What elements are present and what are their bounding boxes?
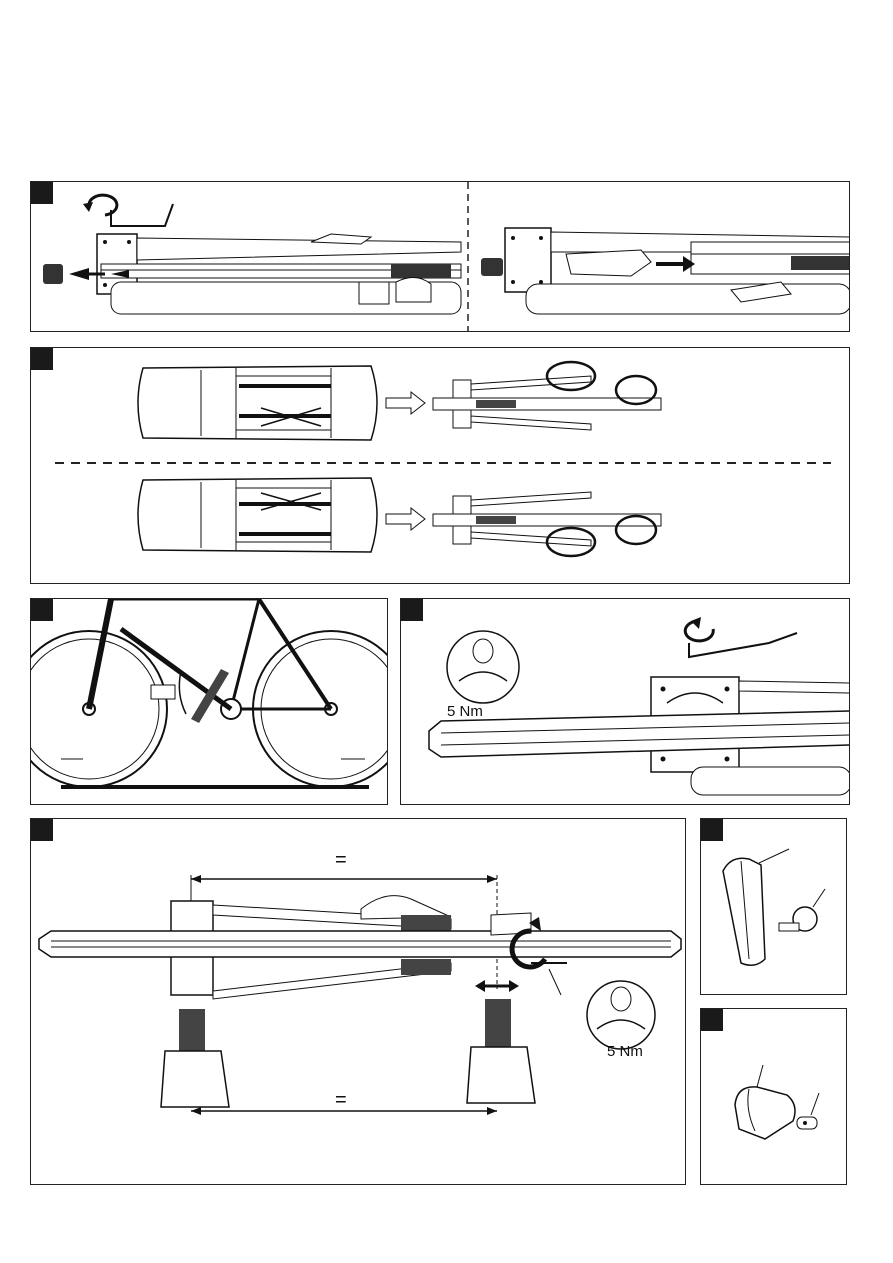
step-6-panel (700, 818, 847, 995)
step-5-panel: = = 5 Nm (30, 818, 686, 1185)
step-4-panel: 5 Nm (400, 598, 850, 805)
step-4-illustration (401, 599, 850, 805)
car-top-view-2 (138, 478, 377, 552)
step-6-illustration (701, 819, 847, 995)
car-top-view-1 (138, 366, 377, 440)
step-3-panel (30, 598, 388, 805)
torque-label: 5 Nm (447, 703, 483, 720)
step-2-illustration (31, 348, 850, 584)
step-3-illustration (31, 599, 388, 805)
equal-mark-bottom: = (335, 1089, 347, 1112)
step-5-illustration (31, 819, 686, 1185)
step-2-panel (30, 347, 850, 584)
equal-mark-top: = (335, 849, 347, 872)
step-7-panel (700, 1008, 847, 1185)
step-1-panel (30, 181, 850, 332)
step-1-illustration (31, 182, 850, 332)
torque-label: 5 Nm (607, 1043, 643, 1060)
step-7-illustration (701, 1009, 847, 1185)
